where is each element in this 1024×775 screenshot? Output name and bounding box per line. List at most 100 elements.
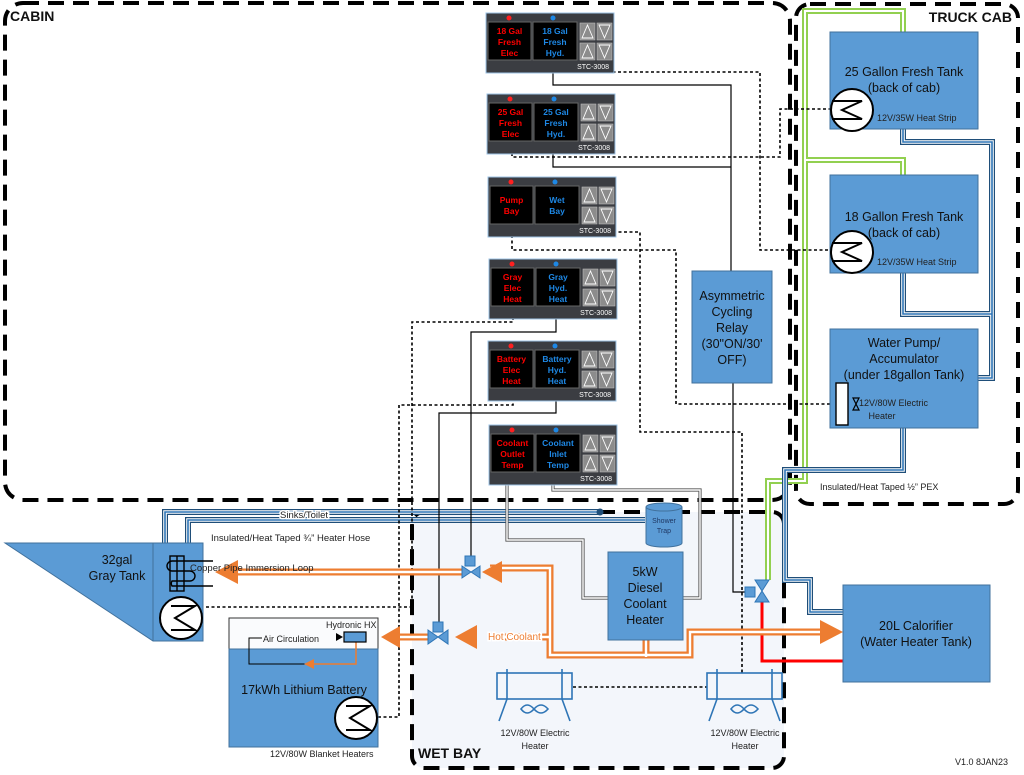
pump-heater-label: Heater — [868, 411, 895, 421]
button-face — [599, 454, 616, 473]
display-text-right: 18 Gal — [542, 26, 568, 36]
wetbay-electric-heater-2: 12V/80W Electric Heater — [706, 669, 783, 751]
controller-button-down-1[interactable] — [599, 268, 616, 287]
button-face — [596, 22, 613, 41]
display-text-right: Gray — [548, 272, 568, 282]
display-text-left: Heat — [502, 376, 521, 386]
tank-label-line: 20L Calorifier — [879, 619, 953, 633]
heat-strip-icon — [830, 230, 874, 274]
controller-button-down-2[interactable] — [599, 288, 616, 307]
controller-button-up-1[interactable] — [582, 268, 599, 287]
button-face — [581, 370, 598, 389]
heater-label-line: Coolant — [623, 597, 667, 611]
status-led-red — [507, 96, 513, 102]
heater-body — [706, 672, 783, 700]
wire-relay-valve — [732, 383, 746, 593]
arrow-down-icon — [599, 125, 612, 141]
status-led-blue — [552, 343, 558, 349]
valve-actuator — [744, 586, 756, 598]
display-text-right: Coolant — [542, 438, 574, 448]
wire-inner — [506, 484, 608, 599]
controller-button-up-1[interactable] — [581, 186, 598, 205]
controller-button-up-2[interactable] — [579, 42, 596, 61]
display-text-left: Pump — [500, 195, 524, 205]
pipe-inner — [901, 273, 992, 316]
arrow-down-icon — [601, 456, 614, 472]
controller-button-up-2[interactable] — [582, 288, 599, 307]
blanket-heaters-label: 12V/80W Blanket Heaters — [270, 749, 374, 759]
heat-strip-icon — [830, 88, 874, 132]
display-text-left: Heat — [503, 294, 522, 304]
controller-button-down-2[interactable] — [596, 42, 613, 61]
controller-button-up-1[interactable] — [581, 350, 598, 369]
button-face — [599, 434, 616, 453]
arrow-up-icon — [581, 43, 594, 59]
shower-label: Shower — [652, 518, 676, 525]
arrow-down-icon — [600, 372, 613, 388]
air-arrow — [336, 633, 343, 641]
display-text-right: Hyd. — [547, 129, 565, 139]
controller-button-down-1[interactable] — [598, 186, 615, 205]
controller-button-up-1[interactable] — [582, 434, 599, 453]
controller-button-down-2[interactable] — [597, 123, 614, 142]
button-face — [598, 206, 615, 225]
heater-body — [607, 551, 684, 641]
button-face — [582, 288, 599, 307]
display-text-left: Fresh — [498, 37, 521, 47]
display-text-right: Heat — [549, 294, 568, 304]
controller-button-down-1[interactable] — [597, 103, 614, 122]
diesel-coolant-heater: 5kW Diesel Coolant Heater — [607, 551, 684, 641]
valve-icon — [461, 565, 481, 579]
fan-icon — [519, 704, 550, 714]
heater-circle — [159, 596, 203, 640]
controller-button-up-2[interactable] — [581, 206, 598, 225]
air-arrow — [304, 659, 314, 669]
controller-button-down-2[interactable] — [598, 370, 615, 389]
arrow-up-icon — [583, 187, 596, 203]
tank-label-line: (Water Heater Tank) — [860, 635, 972, 649]
arrow-down-icon — [600, 352, 613, 368]
controller-button-up-2[interactable] — [581, 370, 598, 389]
arrow-up-icon — [584, 289, 597, 305]
battery-hydronic-valve — [427, 621, 449, 645]
controller-button-down-1[interactable] — [596, 22, 613, 41]
pipe-core — [187, 519, 645, 543]
display-text-left: Gray — [503, 272, 523, 282]
controller-button-down-1[interactable] — [599, 434, 616, 453]
arrow-up-icon — [584, 455, 597, 471]
button-face — [580, 103, 597, 122]
cabin-label: CABIN — [10, 8, 54, 24]
battery-label: 17kWh Lithium Battery — [241, 683, 367, 697]
display-text-right: Wet — [549, 195, 565, 205]
controller-button-up-2[interactable] — [582, 454, 599, 473]
relay-body — [691, 270, 773, 384]
button-face — [596, 42, 613, 61]
controller-button-up-1[interactable] — [579, 22, 596, 41]
status-led-blue — [551, 96, 557, 102]
arrow-up-icon — [583, 371, 596, 387]
heater-label: Heater — [731, 741, 758, 751]
display-text-right: Fresh — [544, 118, 567, 128]
controller-button-down-2[interactable] — [599, 454, 616, 473]
heater-legs — [498, 669, 571, 722]
heater-zigzag — [346, 705, 374, 731]
controller-button-up-2[interactable] — [580, 123, 597, 142]
relay-label-line: Asymmetric — [699, 289, 764, 303]
wire-pump-bay-elec — [511, 224, 840, 405]
controller-button-down-1[interactable] — [598, 350, 615, 369]
controller-button-up-1[interactable] — [580, 103, 597, 122]
shower-label: Trap — [657, 528, 671, 535]
tank-body — [842, 584, 991, 683]
controller-display-right — [535, 267, 581, 307]
heater-zigzag — [171, 605, 199, 631]
heat-strip-label: 12V/35W Heat Strip — [877, 257, 957, 267]
status-led-red — [508, 343, 514, 349]
controller-model-label: STC-3008 — [579, 228, 611, 235]
flow-arrow-battery-hx — [381, 626, 400, 648]
controller-model-label: STC-3008 — [579, 392, 611, 399]
controller-button-down-2[interactable] — [598, 206, 615, 225]
